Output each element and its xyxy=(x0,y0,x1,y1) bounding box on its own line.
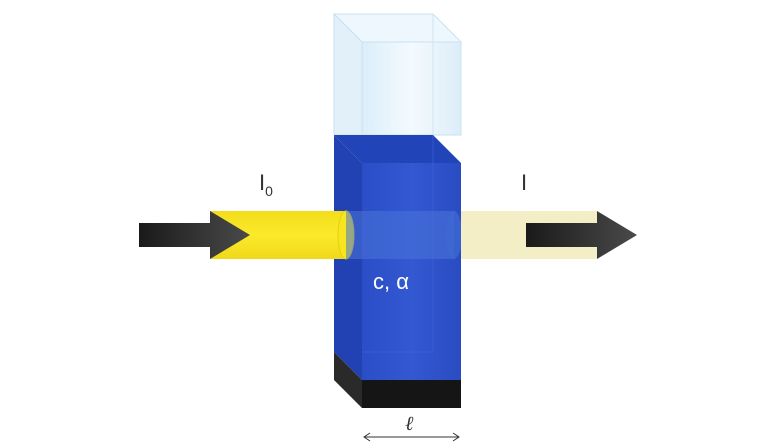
incident-arrow xyxy=(139,211,250,259)
transmitted-arrow xyxy=(526,211,637,259)
cuvette-glass xyxy=(332,12,463,136)
beam-in-sample xyxy=(346,211,462,259)
sample-properties-label: c, α xyxy=(373,269,409,294)
incident-intensity-label: I0 xyxy=(259,170,273,199)
transmitted-intensity-label: I xyxy=(521,170,527,195)
path-length-label: ℓ xyxy=(405,411,414,435)
cuvette-base xyxy=(334,352,461,408)
path-length-indicator xyxy=(363,432,460,442)
